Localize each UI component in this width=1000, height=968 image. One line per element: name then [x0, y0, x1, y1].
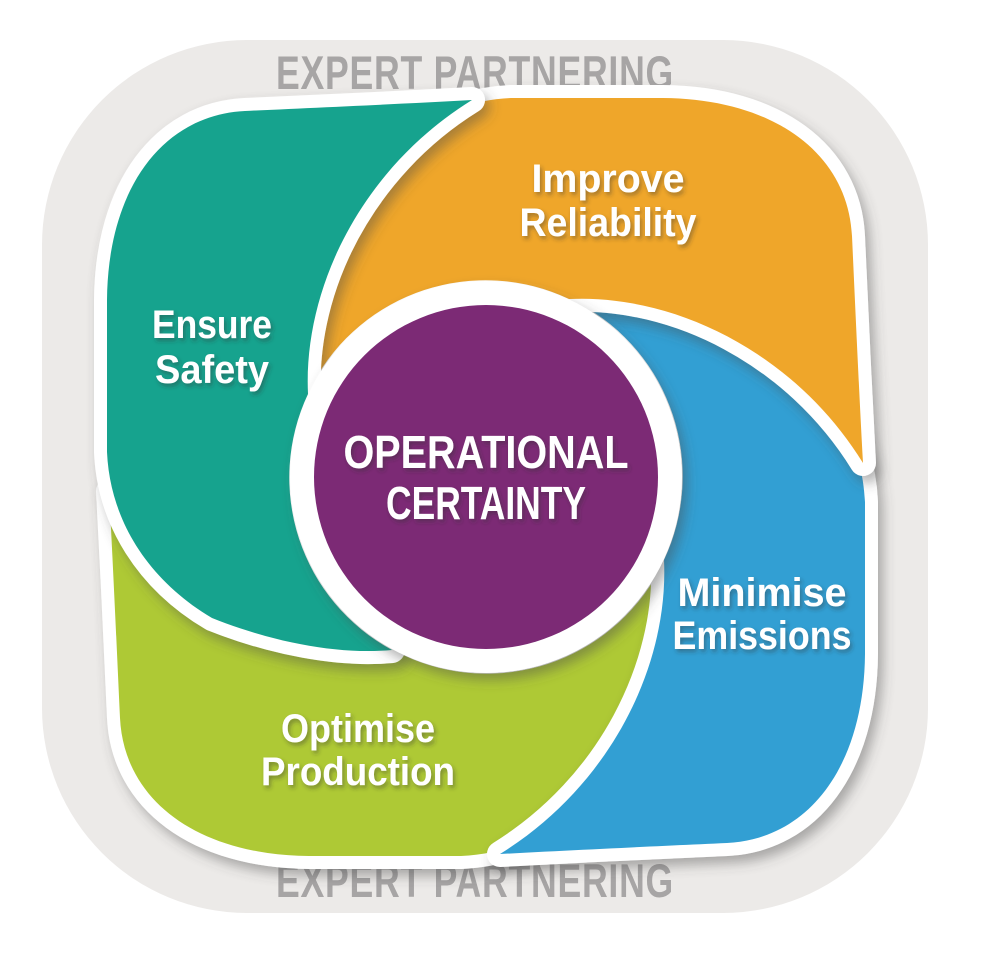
label-ensure-safety-line1: Ensure [152, 303, 272, 347]
label-improve-reliability-line2: Reliability [520, 201, 698, 245]
label-optimise-production-line2: Production [261, 750, 455, 794]
center-circle [290, 281, 682, 673]
center-label-line1: OPERATIONAL [344, 426, 629, 478]
label-minimise-emissions-line2: Emissions [673, 614, 852, 658]
label-improve-reliability-line1: Improve [532, 157, 685, 201]
label-ensure-safety-line2: Safety [155, 348, 270, 392]
blade-ensure-safety [94, 87, 485, 665]
label-minimise-emissions-line1: Minimise [678, 571, 847, 615]
label-optimise-production-line1: Optimise [281, 707, 435, 751]
center-label-line2: CERTAINTY [386, 477, 586, 529]
